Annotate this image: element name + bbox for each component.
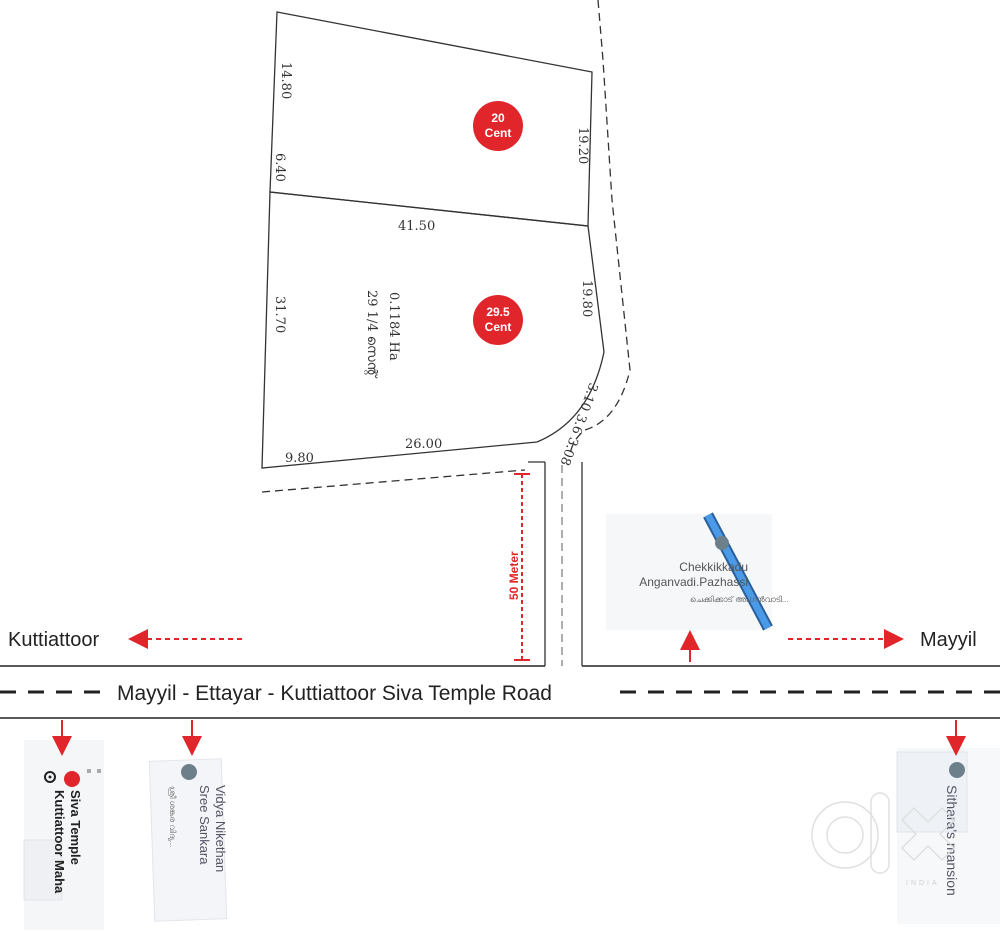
landmark-school-name: Sree SankaraVidya Nikethan bbox=[197, 785, 228, 872]
measure-shared-boundary: 41.50 bbox=[398, 219, 435, 234]
direction-left-label: Kuttiattoor bbox=[8, 629, 100, 651]
school-pin-icon bbox=[181, 764, 197, 780]
olx-watermark: INDIA bbox=[811, 792, 956, 887]
plot-sketch bbox=[261, 0, 631, 666]
measure-bottom-left: 9.80 bbox=[285, 451, 314, 466]
measure-lower-right: 19.80 bbox=[579, 280, 594, 317]
gray-pin-icon bbox=[949, 762, 965, 778]
area-hectares: 0.1184 Ha bbox=[386, 292, 401, 361]
area-cents: 29 1/4 സെന്റ് bbox=[364, 290, 379, 379]
red-pin-icon bbox=[64, 771, 80, 787]
school-pin-icon bbox=[715, 536, 729, 550]
landmark-temple-name: Kuttiattoor MahaSiva Temple bbox=[52, 790, 83, 894]
east-lane-dashed bbox=[569, 0, 631, 456]
upper-plot-boundary bbox=[269, 11, 593, 227]
svg-text:INDIA: INDIA bbox=[906, 880, 940, 887]
landmark-anganvadi-local: ചെക്കിക്കാട് അംഗൻവാടി... bbox=[690, 595, 789, 604]
direction-right-label: Mayyil bbox=[920, 629, 977, 651]
measure-bottom-right: 26.00 bbox=[405, 437, 442, 452]
temple-map-snippet: Kuttiattoor MahaSiva Temple bbox=[23, 740, 104, 930]
lower-plot-boundary bbox=[261, 191, 605, 469]
measure-corner: 3.10 3.6 3.08 bbox=[557, 381, 601, 468]
distance-label: 50 Meter bbox=[507, 551, 521, 600]
measure-lower-left: 31.70 bbox=[272, 296, 287, 333]
measure-upper-left-top: 14.80 bbox=[278, 62, 293, 99]
distance-indicator bbox=[514, 473, 530, 661]
school-map-snippet: Sree SankaraVidya Nikethan ശ്രീ ശങ്കര വി… bbox=[148, 758, 228, 922]
landmark-school-local: ശ്രീ ശങ്കര വിദ്യ... bbox=[168, 786, 177, 847]
svg-text:Cent: Cent bbox=[485, 126, 512, 140]
south-lane-dashed bbox=[261, 469, 526, 493]
main-road bbox=[0, 665, 1000, 719]
plot-badge-29-5-cent: 29.5 Cent bbox=[473, 295, 523, 345]
svg-text:Cent: Cent bbox=[485, 320, 512, 334]
plot-badge-20-cent: 20 Cent bbox=[473, 101, 523, 151]
svg-text:20: 20 bbox=[491, 111, 505, 125]
measure-upper-left-bottom: 6.40 bbox=[272, 153, 287, 182]
sithara-map-snippet: Sithara's mansion bbox=[896, 748, 1000, 924]
landmark-sithara-name: Sithara's mansion bbox=[944, 785, 960, 896]
svg-text:29.5: 29.5 bbox=[486, 305, 510, 319]
road-name: Mayyil - Ettayar - Kuttiattoor Siva Temp… bbox=[117, 682, 552, 705]
measure-upper-right: 19.20 bbox=[575, 127, 590, 164]
